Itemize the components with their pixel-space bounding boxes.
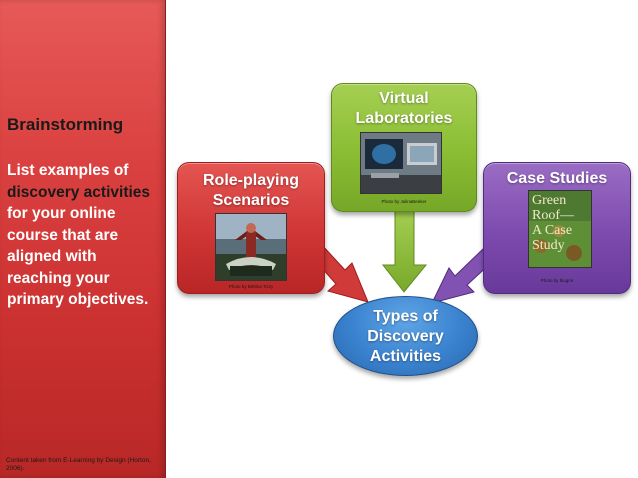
sidebar-footer: Content taken from E-Learning by Design … bbox=[6, 457, 151, 472]
virtual-photo-credit: Photo by JulinaBeeker bbox=[381, 199, 427, 204]
node-roleplaying: Role-playing Scenarios Photo by Bettina … bbox=[177, 162, 325, 294]
casestudies-photo-credit: Photo by blugrin bbox=[540, 278, 574, 283]
virtual-photo bbox=[360, 132, 442, 194]
book-cover-text-3: A Case bbox=[532, 223, 573, 238]
node-casestudies: Case Studies Green Roof— A Case Study Ph… bbox=[483, 162, 631, 294]
book-cover-text-1: Green bbox=[532, 193, 567, 208]
node-center-label-2: Discovery bbox=[367, 328, 444, 345]
node-center-label-3: Activities bbox=[369, 348, 442, 365]
arrow-virtual bbox=[381, 208, 428, 293]
book-cover-text-2: Roof— bbox=[532, 208, 574, 223]
roleplaying-photo-credit: Photo by Bettina Tizzy bbox=[228, 284, 274, 289]
node-casestudies-label-1: Case Studies bbox=[506, 170, 608, 187]
sidebar-title: Brainstorming bbox=[7, 115, 124, 134]
sidebar-body-part1: List examples of bbox=[7, 162, 129, 179]
node-roleplaying-label-1: Role-playing bbox=[202, 172, 299, 189]
roleplaying-photo bbox=[215, 213, 287, 281]
node-center-label-1: Types of bbox=[373, 308, 438, 325]
node-roleplaying-label-2: Scenarios bbox=[212, 192, 290, 209]
sidebar-body-part3: for your online course that are aligned … bbox=[7, 205, 149, 308]
sidebar-body-highlight: discovery activities bbox=[7, 183, 151, 201]
book-cover-text-4: Study bbox=[532, 238, 565, 253]
node-virtual-label-2: Laboratories bbox=[355, 110, 453, 127]
node-center-label: Types of Discovery Activities bbox=[334, 307, 477, 367]
node-virtual-label-1: Virtual bbox=[379, 90, 429, 107]
node-virtual: Virtual Laboratories Photo by JulinaBeek… bbox=[331, 83, 477, 212]
sidebar-body: List examples of discovery activities fo… bbox=[7, 160, 159, 311]
sidebar-panel: Brainstorming List examples of discovery… bbox=[0, 0, 166, 478]
casestudies-book-cover: Green Roof— A Case Study bbox=[528, 190, 592, 268]
node-center: Types of Discovery Activities bbox=[333, 296, 478, 376]
